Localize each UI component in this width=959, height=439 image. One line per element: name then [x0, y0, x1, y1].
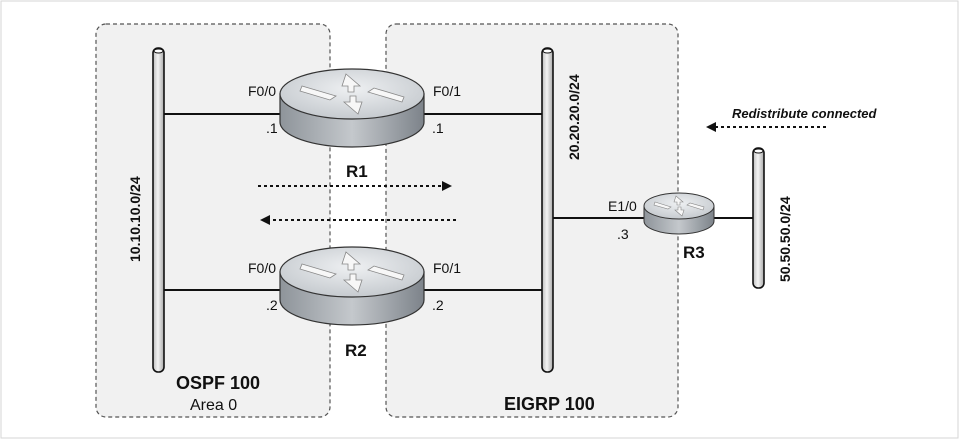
router-r3-icon — [643, 192, 715, 235]
network-label-middle: 20.20.20.0/24 — [566, 74, 582, 160]
network-label-left: 10.10.10.0/24 — [127, 176, 143, 262]
r1-name: R1 — [346, 162, 368, 181]
r3-address: .3 — [617, 226, 629, 242]
bus-left — [152, 47, 165, 373]
r1-left-interface: F0/0 — [248, 83, 276, 99]
ospf-region-title: OSPF 100 — [176, 373, 260, 393]
ospf-region-subtitle: Area 0 — [190, 397, 237, 414]
redistribute-annotation: Redistribute connected — [732, 106, 878, 121]
eigrp-region-title: EIGRP 100 — [504, 394, 595, 414]
r1-left-address: .1 — [266, 120, 278, 136]
router-r1-icon — [279, 68, 425, 148]
bus-middle — [541, 47, 554, 373]
r2-right-address: .2 — [432, 297, 444, 313]
r2-left-interface: F0/0 — [248, 260, 276, 276]
eigrp-region — [385, 23, 679, 418]
r2-left-address: .2 — [266, 297, 278, 313]
r2-right-interface: F0/1 — [433, 260, 461, 276]
bus-right — [752, 147, 765, 289]
r1-right-interface: F0/1 — [433, 83, 461, 99]
r1-right-address: .1 — [432, 120, 444, 136]
network-label-right: 50.50.50.0/24 — [777, 196, 793, 282]
r2-name: R2 — [345, 341, 367, 360]
r3-name: R3 — [683, 243, 705, 262]
router-r2-icon — [279, 246, 425, 326]
r3-interface: E1/0 — [608, 198, 637, 214]
